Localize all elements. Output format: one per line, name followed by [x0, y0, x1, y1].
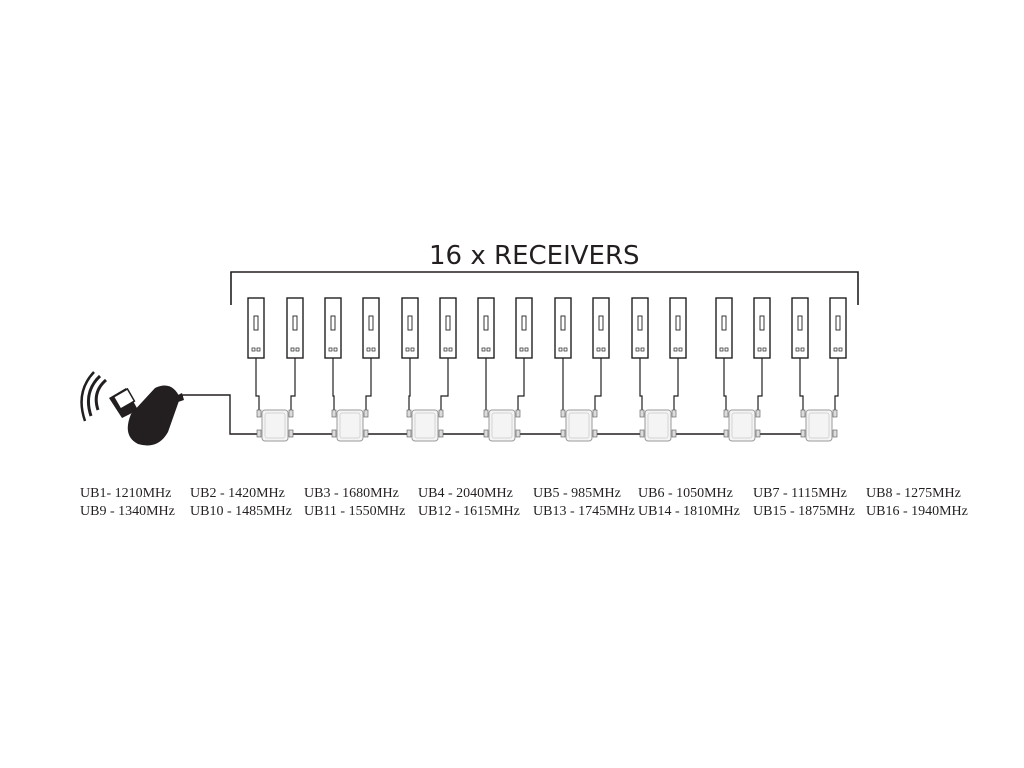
splitter-icon	[723, 409, 761, 442]
frequency-label: UB3 - 1680MHz	[304, 486, 399, 501]
receiver-icon	[791, 297, 809, 359]
splitters-group	[256, 409, 838, 442]
splitter-icon	[560, 409, 598, 442]
splitter-icon	[256, 409, 294, 442]
frequency-label: UB11 - 1550MHz	[304, 504, 406, 519]
frequency-label: UB7 - 1115MHz	[753, 486, 847, 501]
frequency-label: UB6 - 1050MHz	[638, 486, 733, 501]
frequency-label: UB2 - 1420MHz	[190, 486, 285, 501]
receiver-icon	[362, 297, 380, 359]
splitter-icon	[331, 409, 369, 442]
splitter-icon	[406, 409, 444, 442]
receiver-icon	[477, 297, 495, 359]
receiver-icon	[286, 297, 304, 359]
drop-cable	[757, 358, 763, 412]
drop-cable	[440, 358, 449, 412]
coax-cable	[179, 394, 258, 435]
frequency-label: UB4 - 2040MHz	[418, 486, 513, 501]
receiver-icon	[515, 297, 533, 359]
frequency-row-2: UB9 - 1340MHz UB10 - 1485MHz UB11 - 1550MH…	[0, 504, 1024, 522]
drop-cable	[834, 358, 839, 412]
drop-cable	[673, 358, 679, 412]
frequency-row-1: UB1- 1210MHz UB2 - 1420MHz UB3 - 1680MHz UB…	[0, 486, 1024, 504]
frequency-label: UB1- 1210MHz	[80, 486, 172, 501]
frequency-label: UB15 - 1875MHz	[753, 504, 855, 519]
frequency-label: UB12 - 1615MHz	[418, 504, 520, 519]
receivers-group	[247, 297, 847, 359]
frequency-label: UB10 - 1485MHz	[190, 504, 292, 519]
drop-cable	[639, 358, 643, 412]
drop-cable	[255, 358, 260, 412]
coax-wiring	[179, 358, 839, 435]
drop-cable	[799, 358, 804, 412]
drop-cable	[332, 358, 335, 412]
receiver-icon	[669, 297, 687, 359]
drop-cable	[408, 358, 411, 412]
receiver-icon	[592, 297, 610, 359]
receiver-icon	[401, 297, 419, 359]
diagram-title: 16 x RECEIVERS	[429, 241, 640, 271]
frequency-label: UB5 - 985MHz	[533, 486, 621, 501]
drop-cable	[365, 358, 372, 412]
receiver-icon	[753, 297, 771, 359]
splitter-icon	[483, 409, 521, 442]
splitter-icon	[639, 409, 677, 442]
splitter-icon	[800, 409, 838, 442]
receiver-icon	[439, 297, 457, 359]
receiver-icon	[554, 297, 572, 359]
drop-cable	[723, 358, 727, 412]
receiver-icon	[247, 297, 265, 359]
receiver-icon	[715, 297, 733, 359]
frequency-label: UB13 - 1745MHz	[533, 504, 635, 519]
receiver-icon	[829, 297, 847, 359]
frequency-label: UB8 - 1275MHz	[866, 486, 961, 501]
receivers-bracket	[230, 271, 859, 305]
drop-cable	[290, 358, 296, 412]
receiver-icon	[324, 297, 342, 359]
frequency-label: UB16 - 1940MHz	[866, 504, 968, 519]
drop-cable	[517, 358, 525, 412]
lnb-dish-icon	[80, 371, 184, 446]
drop-cable	[594, 358, 602, 412]
receiver-icon	[631, 297, 649, 359]
frequency-label: UB14 - 1810MHz	[638, 504, 740, 519]
frequency-label: UB9 - 1340MHz	[80, 504, 175, 519]
